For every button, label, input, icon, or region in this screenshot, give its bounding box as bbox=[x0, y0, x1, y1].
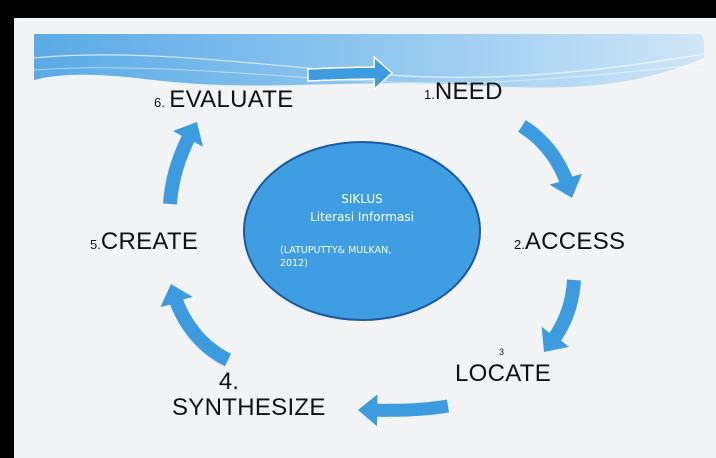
stage-access: 2.ACCESS bbox=[514, 230, 625, 254]
stage-synthesize: 4. SYNTHESIZE bbox=[172, 370, 326, 420]
slide: SIKLUS Literasi Informasi (LATUPUTTY& MU… bbox=[14, 18, 716, 458]
arrow-access-to-locate bbox=[541, 279, 581, 352]
stage-evaluate-number: 6. bbox=[154, 95, 165, 110]
arrow-need-to-access bbox=[518, 120, 582, 198]
citation-line-1: (LATUPUTTY& MULKAN, bbox=[280, 245, 392, 256]
stage-evaluate: 6. EVALUATE bbox=[154, 88, 294, 112]
stage-evaluate-name: EVALUATE bbox=[169, 86, 294, 113]
stage-need: 1.NEED bbox=[424, 80, 503, 104]
stage-locate: 3 LOCATE bbox=[455, 348, 552, 387]
stage-synthesize-name: SYNTHESIZE bbox=[172, 394, 326, 421]
stage-access-number: 2. bbox=[514, 237, 525, 252]
center-label: SIKLUS Literasi Informasi (LATUPUTTY& MU… bbox=[244, 142, 480, 320]
stage-create: 5.CREATE bbox=[90, 230, 198, 254]
arrow-create-to-evaluate bbox=[163, 122, 203, 205]
center-citation: (LATUPUTTY& MULKAN, 2012) bbox=[280, 244, 391, 271]
diagram-canvas bbox=[33, 34, 705, 427]
stage-access-name: ACCESS bbox=[524, 228, 626, 255]
stage-need-number: 1. bbox=[424, 87, 435, 102]
arrow-synthesize-to-create bbox=[160, 284, 232, 367]
stage-locate-name: LOCATE bbox=[455, 360, 552, 387]
arrow-locate-to-synthesize bbox=[358, 394, 450, 427]
stage-create-number: 5. bbox=[90, 237, 101, 252]
center-subtitle: Literasi Informasi bbox=[310, 210, 414, 224]
center-circle bbox=[243, 141, 481, 321]
citation-line-2: 2012) bbox=[280, 258, 308, 270]
stage-synthesize-number: 4. bbox=[218, 368, 239, 395]
arrow-evaluate-to-need bbox=[306, 55, 394, 91]
stage-create-name: CREATE bbox=[100, 228, 199, 255]
center-title: SIKLUS bbox=[341, 192, 383, 206]
stage-need-name: NEED bbox=[434, 78, 503, 105]
stage-locate-number: 3 bbox=[499, 347, 505, 357]
